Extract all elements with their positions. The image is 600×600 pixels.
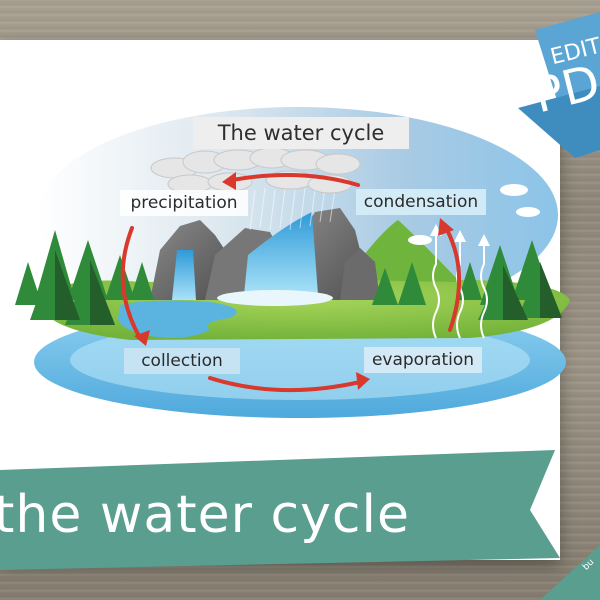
label-precipitation: precipitation [120, 190, 248, 216]
cycle-arrowheads [134, 172, 454, 390]
diagram-title: The water cycle [193, 117, 409, 149]
arrow-condensation-to-precipitation [230, 173, 360, 187]
waterfall-small [172, 250, 196, 300]
label-collection: collection [124, 348, 240, 374]
arrow-precipitation-to-collection [120, 226, 142, 340]
lake-highlight [70, 320, 530, 400]
river [118, 300, 237, 338]
trees-left-shade [55, 250, 115, 325]
waterfall-foam [217, 290, 333, 306]
pdf-badge-fold [518, 86, 600, 158]
corner-tab [540, 545, 600, 600]
arrow-evaporation-to-condensation [444, 226, 462, 332]
arrow-collection-to-evaporation [208, 376, 362, 393]
label-evaporation: evaporation [364, 347, 482, 373]
waterfall-large [244, 212, 318, 295]
label-condensation: condensation [356, 189, 486, 215]
rain [249, 187, 336, 231]
banner-title: the water cycle [0, 485, 410, 545]
banner-ribbon [0, 450, 560, 570]
trees-right-shade [503, 262, 562, 320]
cycle-arrows [120, 173, 462, 393]
